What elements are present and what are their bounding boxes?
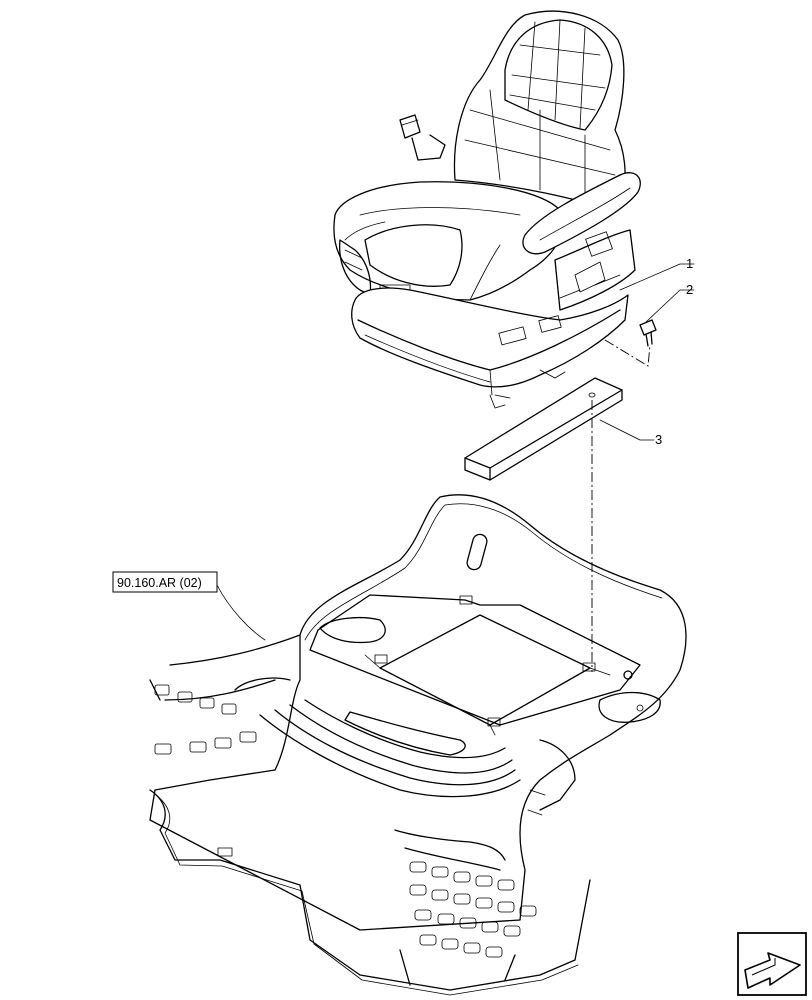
leader-2 — [645, 289, 695, 323]
leader-ref — [216, 584, 266, 641]
leader-1 — [619, 263, 695, 291]
callout-number-1: 1 — [686, 256, 693, 271]
bolt-part — [639, 319, 657, 347]
leader-3 — [599, 419, 655, 441]
callout-number-2: 2 — [686, 282, 693, 297]
reference-link[interactable]: 90.160.AR (02) — [112, 571, 218, 593]
reference-label-box — [112, 571, 218, 593]
arrow-page-icon[interactable] — [737, 932, 807, 996]
spacer-bar-part — [464, 377, 623, 481]
callout-leaders — [216, 263, 695, 641]
reference-label[interactable]: 90.160.AR (02) — [117, 576, 202, 590]
left-tread-holes — [154, 684, 257, 755]
seat-assembly — [333, 10, 641, 409]
callout-number-3: 3 — [655, 432, 662, 447]
cab-floor-platform — [149, 494, 687, 996]
lower-tread-holes — [409, 861, 537, 958]
center-lines — [591, 339, 651, 672]
